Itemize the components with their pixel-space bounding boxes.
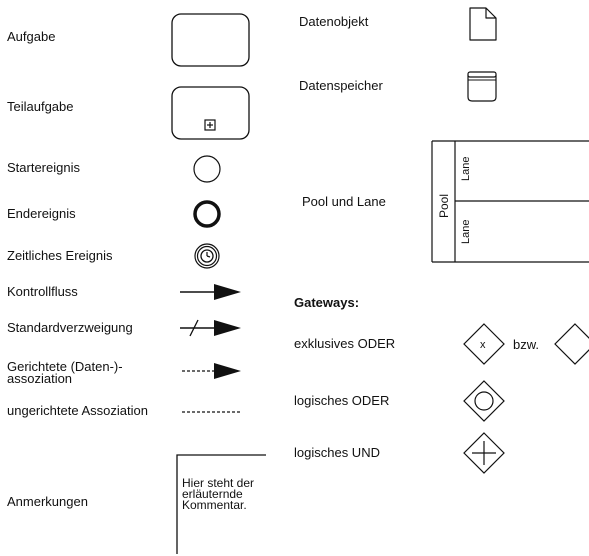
inclusive-gateway-symbol — [463, 380, 505, 422]
end-event-label: Endereignis — [7, 206, 76, 221]
exclusive-gateway-marker: x — [480, 339, 486, 351]
pool-and-lane-label: Pool und Lane — [302, 194, 386, 209]
sequence-flow-label: Kontrollfluss — [7, 284, 78, 299]
annotation-text: Hier steht der erläuternde Kommentar. — [182, 476, 255, 512]
sequence-flow-symbol — [180, 284, 241, 300]
parallel-gateway-symbol — [463, 432, 505, 474]
lane-1-label: Lane — [460, 156, 472, 181]
exclusive-or-label: exklusives ODER — [294, 336, 396, 351]
end-event-symbol — [193, 200, 221, 228]
timer-event-symbol — [194, 243, 220, 269]
default-flow-label: Standardverzweigung — [7, 320, 133, 335]
data-object-icon — [469, 7, 497, 41]
directed-association-symbol — [182, 363, 241, 379]
timer-event-label: Zeitliches Ereignis — [7, 248, 113, 263]
task-symbol — [171, 13, 250, 67]
exclusive-gateway-symbol — [463, 323, 505, 365]
lane-2-label: Lane — [460, 219, 472, 244]
exclusive-gateway-unmarked-symbol — [554, 323, 589, 365]
subtask-label: Teilaufgabe — [7, 99, 74, 114]
pool-label: Pool — [437, 193, 451, 218]
undirected-association-label: ungerichtete Assoziation — [7, 403, 148, 418]
pool-symbol — [431, 140, 589, 263]
directed-association-label-line1: Gerichtete (Daten-)- — [7, 359, 123, 374]
start-event-label: Startereignis — [7, 160, 80, 175]
subtask-symbol — [171, 86, 250, 140]
exclusive-or-alt-label: bzw. — [513, 337, 540, 352]
annotation-bracket — [176, 454, 266, 554]
data-store-label: Datenspeicher — [299, 78, 383, 93]
subprocess-marker-icon — [204, 119, 216, 131]
directed-association-label: Gerichtete (Daten-)- assoziation — [7, 359, 123, 386]
directed-association-label-line2: assoziation — [7, 371, 73, 386]
start-event-symbol — [193, 155, 221, 183]
parallel-and-label: logisches UND — [294, 445, 380, 460]
task-label: Aufgabe — [7, 29, 56, 44]
inclusive-or-label: logisches ODER — [294, 393, 390, 408]
annotation-label: Anmerkungen — [7, 494, 88, 509]
data-store-icon — [467, 71, 497, 102]
data-object-label: Datenobjekt — [299, 14, 369, 29]
gateways-heading: Gateways: — [294, 295, 360, 310]
default-flow-symbol — [180, 319, 241, 337]
